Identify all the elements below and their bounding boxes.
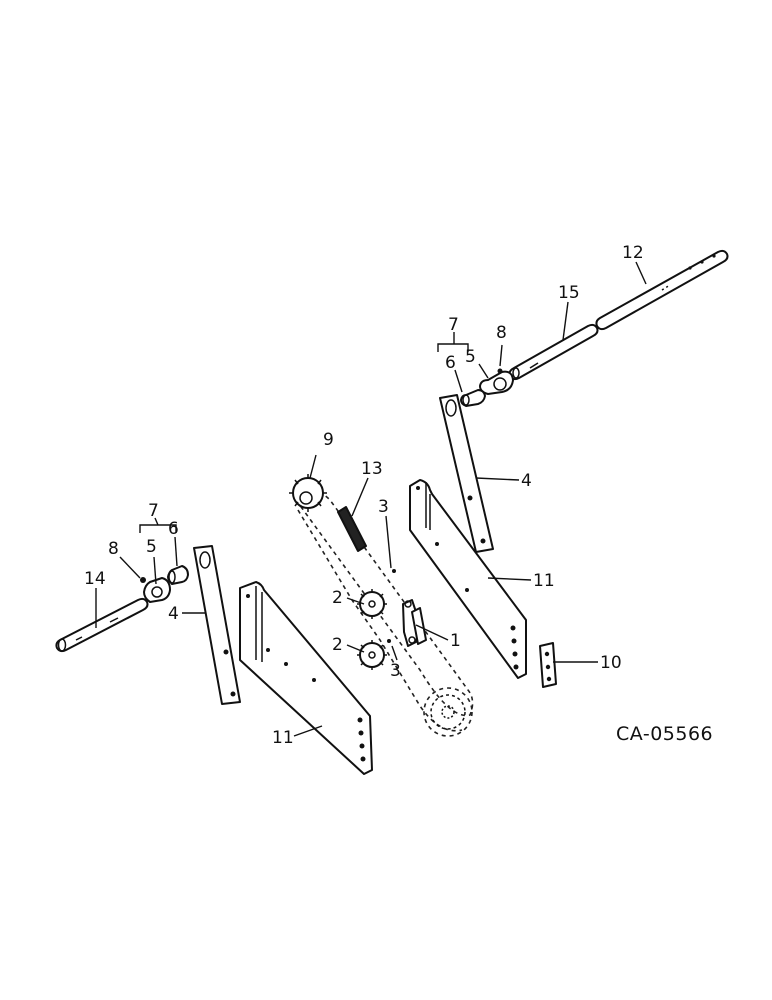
callout-2-upper: 2	[332, 588, 343, 608]
callout-4-right: 4	[521, 471, 532, 491]
callout-3-lower: 3	[390, 661, 401, 681]
callout-6-left: 6	[168, 519, 179, 539]
callout-14: 14	[84, 569, 106, 589]
shaft-15	[508, 323, 599, 381]
shaft-12	[595, 249, 729, 331]
callout-11-left: 11	[272, 728, 294, 748]
callout-10: 10	[600, 653, 622, 673]
callout-8-right: 8	[496, 323, 507, 343]
callout-8-left: 8	[108, 539, 119, 559]
callout-7-right: 7	[448, 315, 459, 335]
callout-3-upper: 3	[378, 497, 389, 517]
callout-13: 13	[361, 459, 383, 479]
bar-4-right	[439, 394, 494, 553]
callout-7-left: 7	[148, 501, 159, 521]
callout-9: 9	[323, 430, 334, 450]
callout-labels: 12 15 7 8 6 5 9 13 4 3 11 2 1 2 3 10 7 8…	[84, 243, 644, 748]
sprocket-2-lower	[357, 640, 387, 670]
callout-4-left: 4	[168, 604, 179, 624]
callout-2-lower: 2	[332, 635, 343, 655]
bearing-assembly-right	[460, 368, 514, 407]
figure-id: CA-05566	[616, 723, 713, 745]
leader-lines	[95, 261, 647, 737]
callout-5-right: 5	[465, 347, 476, 367]
callout-6-right: 6	[445, 353, 456, 373]
callout-11-right: 11	[533, 571, 555, 591]
side-plate-11-right	[409, 479, 527, 679]
bar-4-left	[193, 545, 241, 705]
large-sprocket	[423, 687, 473, 737]
sprocket-9	[289, 474, 327, 512]
idler-bracket-1	[387, 569, 427, 647]
callout-1: 1	[450, 631, 461, 651]
side-plate-11-left	[239, 581, 373, 775]
callout-5-left: 5	[146, 537, 157, 557]
bracket-10	[539, 642, 557, 688]
callout-12: 12	[622, 243, 644, 263]
sprocket-2-upper	[357, 589, 387, 619]
bearing-assembly-left	[140, 565, 189, 603]
callout-15: 15	[558, 283, 580, 303]
shaft-14	[55, 597, 149, 653]
